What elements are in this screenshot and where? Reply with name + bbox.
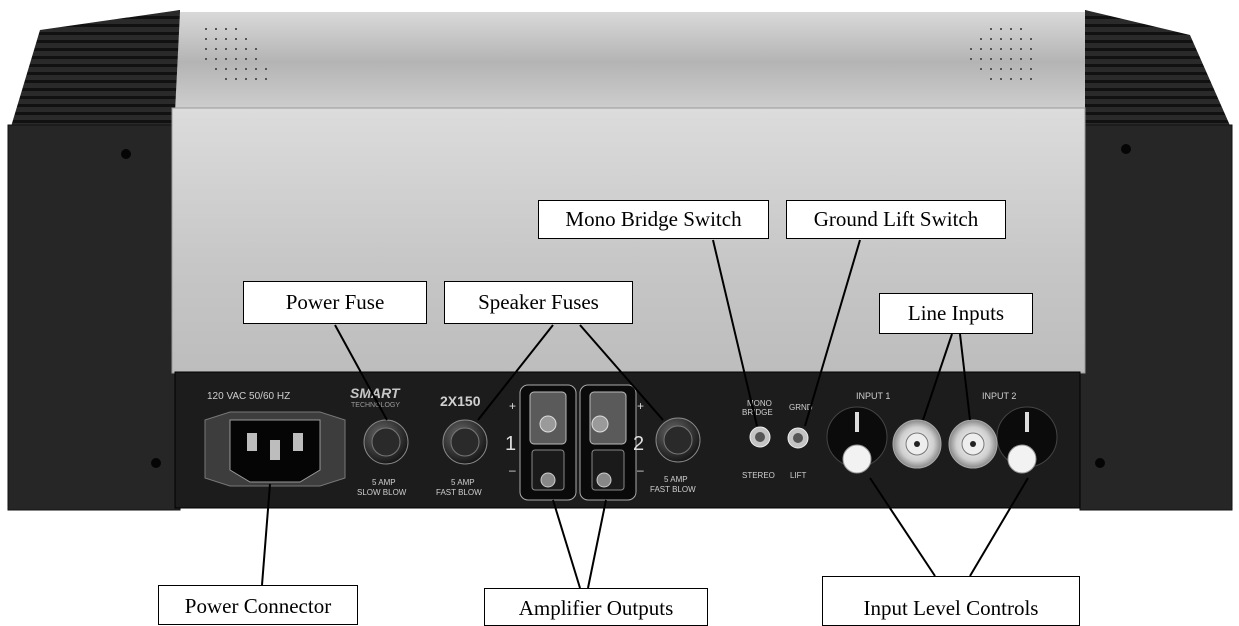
power-rating-label: 120 VAC 50/60 HZ: [207, 391, 290, 402]
rca-input-1: [892, 419, 942, 469]
ground-lift-switch: [787, 427, 809, 449]
model-label: 2X150: [440, 393, 481, 409]
power-connector-iec: [204, 411, 346, 487]
mono-switch-label-bottom: STEREO: [742, 471, 775, 480]
channel-2-number: 2: [633, 433, 644, 455]
input-1-label: INPUT 1: [856, 391, 890, 401]
top-cover: [175, 12, 1085, 112]
brand-logo: SMART: [350, 385, 401, 401]
speaker-fuse-2-holder: [655, 417, 701, 463]
speaker-fuse-2-rating: 5 AMP: [664, 475, 688, 484]
brand-sub: TECHNOLOGY: [351, 402, 400, 409]
power-fuse-type: SLOW BLOW: [357, 488, 407, 497]
ground-switch-label-bottom: LIFT: [790, 471, 807, 480]
power-fuse-holder: [363, 419, 409, 465]
vent-holes-left: [205, 28, 267, 80]
right-heatsink: [1079, 10, 1233, 511]
channel-1-minus: –: [509, 463, 516, 477]
callout-amplifier-outputs: Amplifier Outputs: [484, 588, 708, 626]
input-2-label: INPUT 2: [982, 391, 1016, 401]
callout-power-connector: Power Connector: [158, 585, 358, 625]
channel-2-minus: –: [637, 463, 644, 477]
callout-input-level-controls: Input Level Controls: [822, 576, 1080, 626]
vent-holes-right: [970, 28, 1032, 80]
callout-line-inputs: Line Inputs: [879, 293, 1033, 334]
leader-lines: [261, 239, 1029, 589]
speaker-fuse-1-type: FAST BLOW: [436, 488, 482, 497]
callout-speaker-fuses: Speaker Fuses: [444, 281, 633, 324]
speaker-fuse-2-type: FAST BLOW: [650, 485, 696, 494]
callout-mono-bridge-switch: Mono Bridge Switch: [538, 200, 769, 239]
input-2-level-knob: [996, 406, 1058, 474]
amplifier-output-terminals: [519, 384, 637, 501]
speaker-fuse-1-rating: 5 AMP: [451, 478, 475, 487]
power-fuse-rating: 5 AMP: [372, 478, 396, 487]
speaker-fuse-1-holder: [442, 419, 488, 465]
input-1-level-knob: [826, 406, 888, 474]
callout-ground-lift-switch: Ground Lift Switch: [786, 200, 1006, 239]
mono-switch-label-top: MONO: [747, 399, 772, 408]
rca-input-2: [948, 419, 998, 469]
mono-bridge-switch: [749, 426, 771, 448]
channel-1-number: 1: [505, 433, 516, 455]
channel-2-plus: +: [637, 399, 644, 413]
left-heatsink: [7, 10, 181, 511]
callout-power-fuse: Power Fuse: [243, 281, 427, 324]
mono-switch-label-top2: BRIDGE: [742, 408, 773, 417]
ground-switch-label-top: GRND: [789, 403, 813, 412]
channel-1-plus: +: [509, 399, 516, 413]
